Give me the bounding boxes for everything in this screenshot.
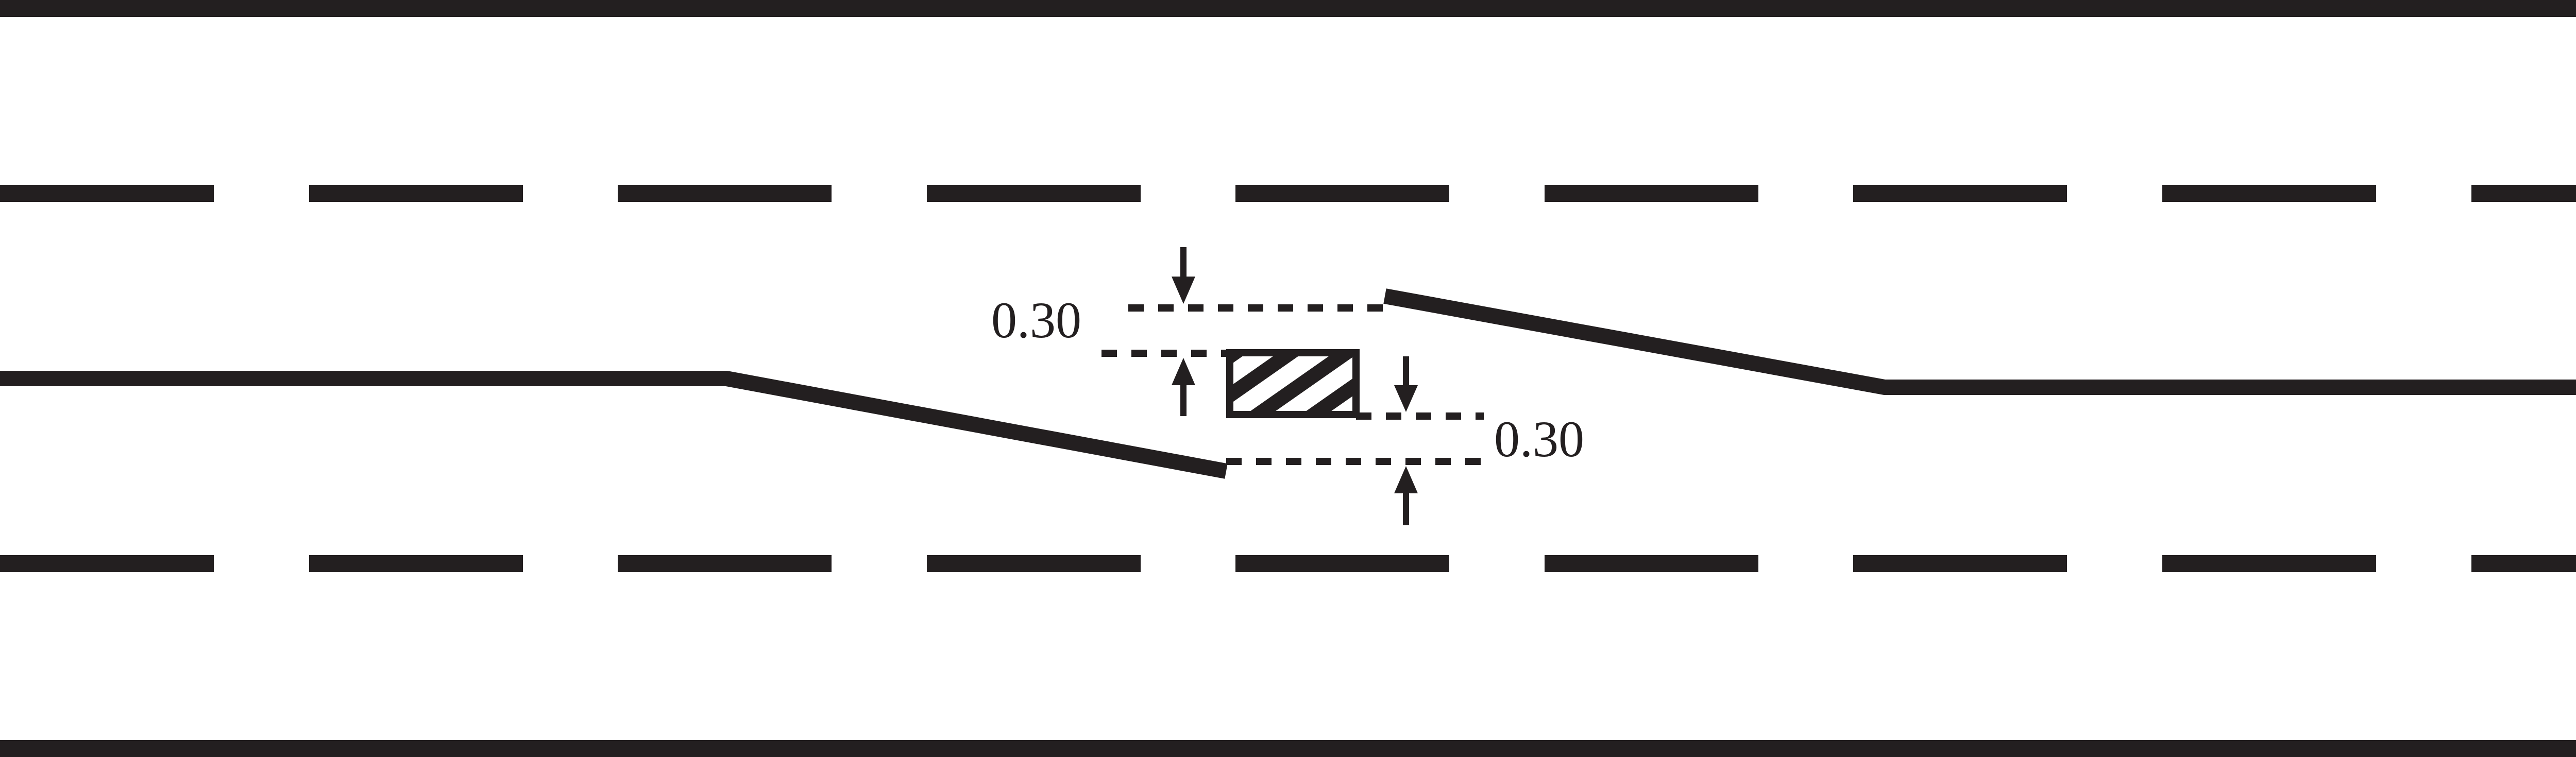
road-edge-top <box>0 0 2576 17</box>
lane-dashed-line-upper <box>0 185 2576 202</box>
dimension-extension-lines <box>1101 304 1484 465</box>
hatched-obstruction <box>1226 349 1360 418</box>
dimension-arrows-right <box>1394 356 1418 525</box>
center-line-right-taper <box>1383 288 2576 395</box>
dimension-label-left: 0.30 <box>991 291 1081 349</box>
dimension-arrows-left <box>1172 247 1195 416</box>
dimension-label-right: 0.30 <box>1494 410 1584 468</box>
lane-dashed-line-lower <box>0 555 2576 572</box>
road-edge-bottom <box>0 740 2576 757</box>
center-line-left-taper <box>0 371 1228 479</box>
